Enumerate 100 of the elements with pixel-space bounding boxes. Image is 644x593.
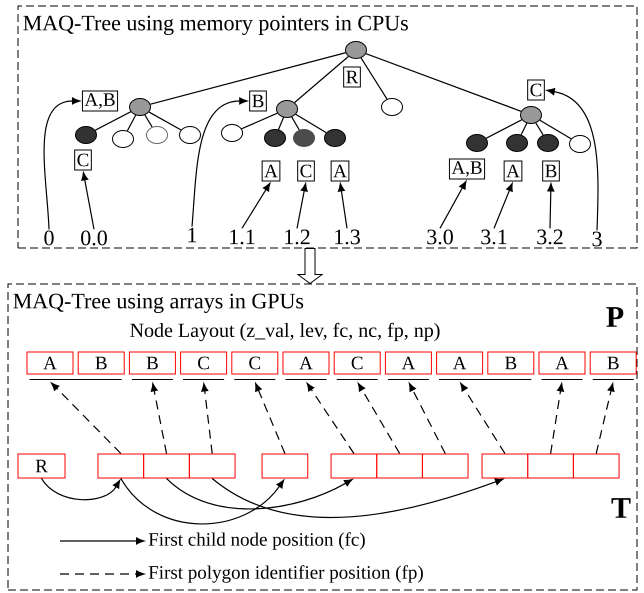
layout-caption: Node Layout (z_val, lev, fc, nc, fp, np) [130, 322, 440, 342]
arrow [120, 478, 284, 524]
tree-node-circle [506, 134, 528, 152]
array-cell [143, 453, 190, 478]
arrow [460, 382, 506, 454]
tree-node-circle [381, 98, 403, 116]
node-number: 0.0 [81, 230, 107, 246]
arrow [166, 478, 352, 510]
array-cell [376, 453, 423, 478]
array-cell: C [180, 351, 228, 374]
tree-branch [486, 119, 522, 139]
tree-branch [296, 114, 326, 134]
tree-branch [95, 111, 131, 131]
array-cell [262, 453, 308, 478]
arrow [439, 180, 466, 229]
array-cell: B [487, 351, 534, 374]
array-cell: R [18, 453, 66, 478]
label-box: A,B [82, 90, 118, 112]
label-box: A [330, 160, 350, 182]
tree-node-circle [75, 126, 97, 144]
array-cell [527, 453, 574, 478]
label-box: B [542, 160, 560, 182]
arrow [296, 183, 308, 228]
node-number: 1.2 [285, 230, 310, 244]
label-box: R [343, 66, 361, 88]
array-cell: A [538, 351, 586, 374]
arrow [242, 182, 270, 229]
arrow [493, 183, 513, 229]
arrow [546, 88, 599, 230]
tree-branch [144, 114, 153, 128]
legend-text: First child node position (fc) [148, 532, 365, 550]
arrow [201, 383, 213, 454]
section-letter: P [606, 307, 624, 327]
arrow [44, 97, 80, 230]
tree-branch [241, 112, 278, 130]
arrow [338, 183, 348, 228]
tree-branch [535, 122, 544, 136]
node-number: 1 [188, 228, 196, 242]
tree-node-circle [179, 126, 201, 144]
tree-branch [291, 116, 300, 130]
tree-node-circle [324, 128, 346, 147]
array-cell: C [231, 351, 278, 374]
tree-node-circle [537, 134, 559, 152]
tree-branch [148, 112, 182, 130]
array-cell [482, 453, 528, 478]
label-box: B [249, 90, 267, 112]
label-box: C [297, 160, 315, 182]
arrow [51, 382, 122, 454]
tree-branch [520, 123, 528, 135]
tree-node-circle [129, 98, 151, 116]
tree-branch [540, 120, 572, 140]
array-cell: B [590, 351, 637, 374]
tree-node-circle [146, 126, 168, 144]
tree-branch [294, 56, 349, 103]
arrow [306, 382, 354, 454]
tree-node-circle [520, 106, 542, 124]
label-box: A [504, 160, 522, 182]
tree-branch [150, 52, 346, 105]
arrow [358, 382, 400, 454]
arrow [547, 183, 554, 228]
label-box: C [74, 149, 92, 170]
node-number: 1.1 [230, 230, 254, 244]
array-cell: B [78, 351, 125, 374]
array-cell [330, 453, 378, 478]
arrow [212, 478, 504, 518]
tree-node-circle [276, 100, 298, 118]
array-cell [422, 453, 469, 478]
tree-branch [366, 53, 522, 112]
tree-node-circle [293, 128, 315, 147]
array-cell: A [436, 351, 484, 374]
arrow [550, 383, 564, 454]
section-letter: T [611, 498, 631, 518]
tree-node-circle [221, 124, 243, 142]
node-number: 3.2 [537, 230, 563, 244]
arrow [150, 383, 168, 454]
array-cell: B [128, 351, 176, 374]
arrow [81, 172, 95, 230]
array-cell: C [334, 351, 381, 374]
label-box: A,B [448, 158, 486, 180]
label-box: C [527, 80, 545, 100]
array-cell: A [26, 351, 74, 374]
array-cell [97, 453, 144, 478]
node-number: 3 [592, 232, 602, 246]
arrow [191, 97, 248, 227]
tree-node-circle [569, 135, 591, 153]
node-number: 3.0 [427, 230, 453, 244]
arrow [596, 383, 614, 454]
node-number: 3.1 [481, 230, 506, 244]
node-number: 0 [44, 230, 54, 246]
arrow [255, 383, 286, 454]
array-cell: A [384, 351, 432, 374]
tree-branch [360, 58, 388, 100]
array-cell [188, 453, 236, 478]
node-number: 1.3 [335, 230, 360, 244]
array-cell [572, 453, 620, 478]
tree-node-circle [112, 130, 134, 148]
tree-node-circle [264, 128, 286, 147]
tree-branch [278, 117, 284, 130]
arrow [408, 382, 446, 454]
legend-text: First polygon identifier position (fp) [148, 565, 423, 583]
